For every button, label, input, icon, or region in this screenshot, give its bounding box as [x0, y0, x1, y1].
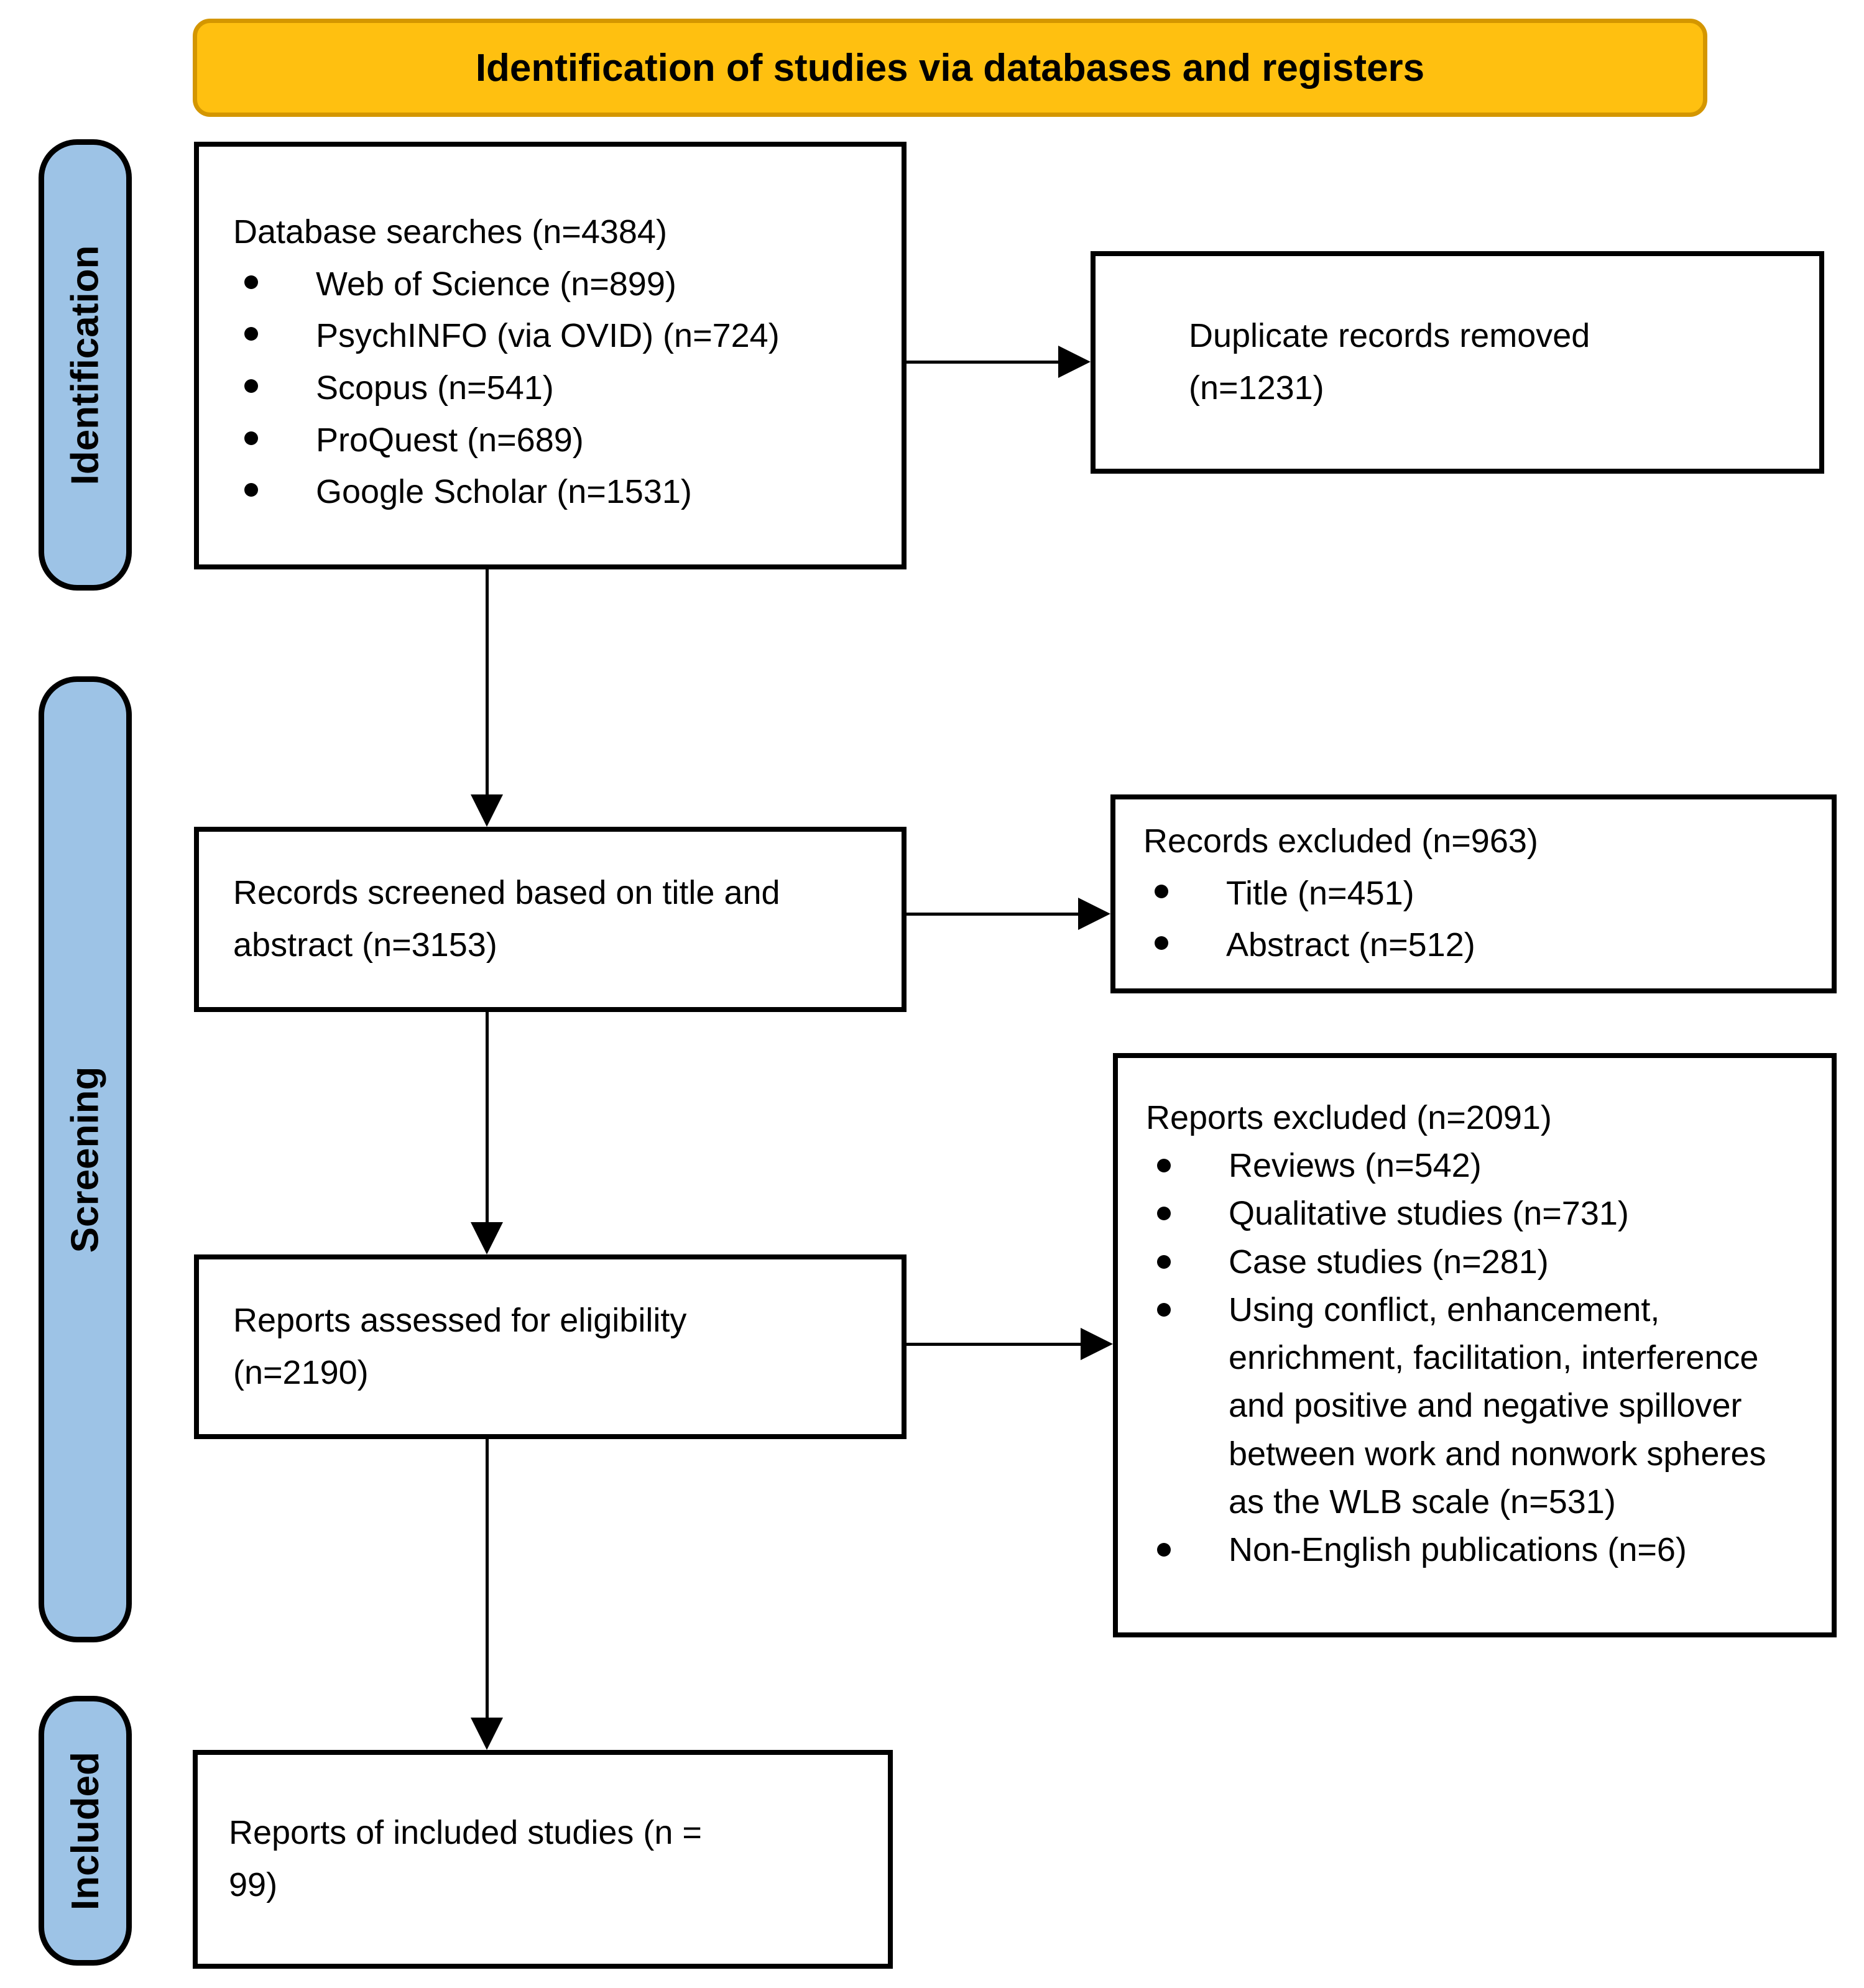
box-records-screened: Records screened based on title and abst…	[194, 827, 907, 1012]
stage-identification-text: Identification	[63, 245, 107, 485]
stage-label-included: Included	[39, 1696, 132, 1966]
box-duplicates-removed: Duplicate records removed (n=1231)	[1091, 251, 1824, 474]
duplicates-removed-text: Duplicate records removed (n=1231)	[1189, 317, 1590, 407]
header-banner: Identification of studies via databases …	[193, 19, 1707, 117]
records-excluded-list: Title (n=451)Abstract (n=512)	[1143, 868, 1807, 972]
box-included-studies: Reports of included studies (n = 99)	[193, 1750, 893, 1969]
database-searches-list: Web of Science (n=899)PsychINFO (via OVI…	[233, 259, 877, 518]
bullet-item: ProQuest (n=689)	[233, 415, 877, 467]
stage-label-screening: Screening	[39, 676, 132, 1642]
box-database-searches: Database searches (n=4384) Web of Scienc…	[194, 142, 907, 569]
bullet-item: PsychINFO (via OVID) (n=724)	[233, 310, 877, 362]
arrow-line-assessed-to-included	[486, 1439, 489, 1722]
arrow-line-screened-to-assessed	[486, 1012, 489, 1226]
arrow-line-database-to-screened	[486, 569, 489, 799]
arrowhead-down-icon	[471, 794, 503, 827]
arrow-line-database-to-duplicates	[907, 361, 1061, 364]
included-studies-text: Reports of included studies (n = 99)	[229, 1814, 702, 1903]
reports-assessed-text: Reports assessed for eligibility (n=2190…	[233, 1301, 687, 1391]
records-excluded-title: Records excluded (n=963)	[1143, 822, 1538, 860]
bullet-item: Reviews (n=542)	[1146, 1142, 1810, 1190]
bullet-item: Abstract (n=512)	[1143, 919, 1807, 972]
header-title: Identification of studies via databases …	[475, 46, 1425, 90]
bullet-item: Using conflict, enhancement, enrichment,…	[1146, 1286, 1810, 1526]
stage-screening-text: Screening	[63, 1066, 107, 1253]
arrowhead-right-icon	[1078, 898, 1110, 930]
database-searches-title: Database searches (n=4384)	[233, 213, 667, 251]
bullet-item: Scopus (n=541)	[233, 362, 877, 415]
records-screened-text: Records screened based on title and abst…	[233, 874, 780, 964]
bullet-item: Web of Science (n=899)	[233, 259, 877, 311]
reports-excluded-title: Reports excluded (n=2091)	[1146, 1099, 1552, 1136]
arrowhead-right-icon	[1058, 346, 1091, 378]
stage-included-text: Included	[63, 1751, 107, 1910]
arrowhead-down-icon	[471, 1222, 503, 1254]
bullet-item: Title (n=451)	[1143, 868, 1807, 920]
arrow-line-screened-to-records-excluded	[907, 913, 1081, 916]
bullet-item: Non-English publications (n=6)	[1146, 1526, 1810, 1574]
stage-label-identification: Identification	[39, 139, 132, 591]
arrowhead-right-icon	[1081, 1328, 1113, 1360]
box-records-excluded: Records excluded (n=963) Title (n=451)Ab…	[1110, 794, 1837, 993]
bullet-item: Case studies (n=281)	[1146, 1238, 1810, 1286]
arrow-line-assessed-to-reports-excluded	[907, 1343, 1083, 1346]
arrowhead-down-icon	[471, 1718, 503, 1750]
box-reports-assessed: Reports assessed for eligibility (n=2190…	[194, 1254, 907, 1439]
bullet-item: Qualitative studies (n=731)	[1146, 1190, 1810, 1238]
box-reports-excluded: Reports excluded (n=2091) Reviews (n=542…	[1113, 1053, 1837, 1637]
reports-excluded-list: Reviews (n=542)Qualitative studies (n=73…	[1146, 1142, 1810, 1574]
bullet-item: Google Scholar (n=1531)	[233, 466, 877, 518]
